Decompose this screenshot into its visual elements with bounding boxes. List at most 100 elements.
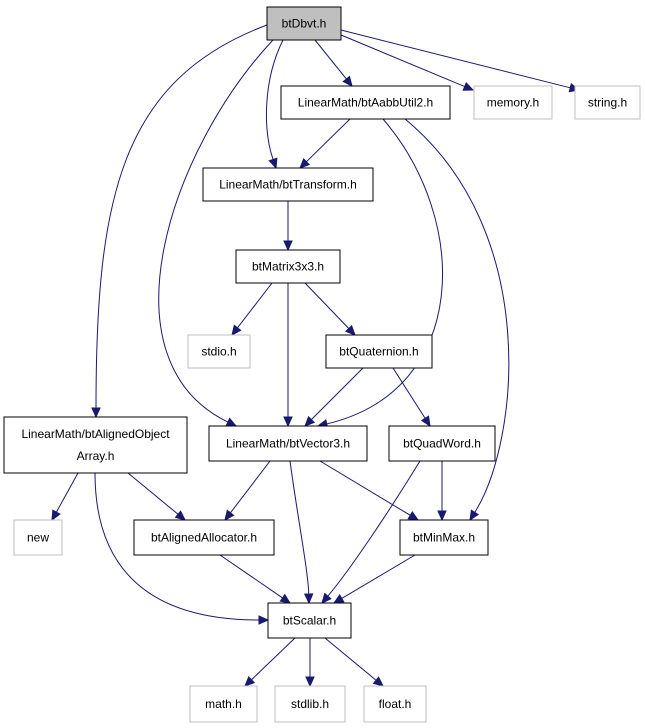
node-btAabbUtil2[interactable]: LinearMath/btAabbUtil2.h xyxy=(280,85,451,120)
edge-btMatrix3x3-to-stdio-arrowhead xyxy=(231,324,242,336)
edge-btMatrix3x3-to-btVector3 xyxy=(283,283,293,428)
edge-btScalar-to-math-arrowhead xyxy=(244,675,256,687)
edge-btVector3-to-btScalar-arrowhead xyxy=(303,593,314,605)
node-btAlignedAllocator-box xyxy=(133,519,275,556)
edge-btQuadWord-to-btScalar-line xyxy=(327,460,421,597)
edge-btMatrix3x3-to-stdio xyxy=(231,282,273,336)
node-btScalar[interactable]: btScalar.h xyxy=(267,602,352,639)
edge-btQuadWord-to-btMinMax xyxy=(437,461,447,522)
node-btAlignedObjectArray-label: LinearMath/btAlignedObject xyxy=(21,427,170,441)
edge-btVector3-to-btAlignedAllocator-line xyxy=(230,460,271,514)
node-btAlignedAllocator[interactable]: btAlignedAllocator.h xyxy=(133,519,275,556)
node-btAlignedObjectArray-label: Array.h xyxy=(77,449,115,463)
node-btMatrix3x3[interactable]: btMatrix3x3.h xyxy=(235,249,341,284)
edge-btDbvt-to-btTransform xyxy=(265,39,284,170)
node-btQuaternion[interactable]: btQuaternion.h xyxy=(325,334,433,369)
edge-btAlignedObjectArray-to-btScalar xyxy=(94,472,270,625)
edge-btAlignedObjectArray-to-new-arrowhead xyxy=(51,509,61,522)
node-btVector3-box xyxy=(208,425,368,462)
node-stdlib-label: stdlib.h xyxy=(291,697,329,711)
edge-btDbvt-to-btTransform-line xyxy=(265,39,284,160)
edge-btDbvt-to-btVector3-line xyxy=(158,39,274,423)
edge-btMatrix3x3-to-btQuaternion-line xyxy=(304,282,350,329)
node-btMatrix3x3-label: btMatrix3x3.h xyxy=(252,260,324,274)
edge-btAlignedObjectArray-to-btAlignedAllocator-line xyxy=(127,472,179,515)
edge-btVector3-to-btMinMax xyxy=(319,460,420,521)
edge-btVector3-to-btAlignedAllocator-arrowhead xyxy=(224,509,235,521)
node-float-label: float.h xyxy=(379,697,412,711)
edge-btAabbUtil2-to-btVector3-line xyxy=(326,118,443,425)
node-btAabbUtil2-label: LinearMath/btAabbUtil2.h xyxy=(298,96,433,110)
edge-btAabbUtil2-to-btTransform xyxy=(299,118,351,169)
node-btQuaternion-label: btQuaternion.h xyxy=(339,345,418,359)
edge-btMinMax-to-btScalar-arrowhead xyxy=(332,594,345,604)
edge-btScalar-to-math-line xyxy=(251,637,296,681)
node-btScalar-label: btScalar.h xyxy=(283,614,336,628)
edge-btDbvt-to-btAabbUtil2-line xyxy=(314,39,347,80)
node-btVector3-label: LinearMath/btVector3.h xyxy=(226,437,350,451)
edge-btScalar-to-float-arrowhead xyxy=(372,676,384,687)
edge-btTransform-to-btMatrix3x3 xyxy=(283,201,293,252)
edge-btVector3-to-btMinMax-arrowhead xyxy=(407,511,420,521)
node-float: float.h xyxy=(363,685,427,723)
edge-btQuadWord-to-btScalar-arrowhead xyxy=(321,592,332,604)
edge-btAabbUtil2-to-btTransform-arrowhead xyxy=(299,157,311,169)
edge-btMinMax-to-btScalar xyxy=(332,554,416,604)
node-string: string.h xyxy=(574,85,641,120)
node-btDbvt-label: btDbvt.h xyxy=(282,17,327,31)
node-btVector3[interactable]: LinearMath/btVector3.h xyxy=(208,425,368,462)
node-btQuaternion-box xyxy=(325,334,433,369)
edge-btQuaternion-to-btVector3 xyxy=(304,367,364,427)
edge-btAlignedObjectArray-to-btScalar-arrowhead xyxy=(258,615,270,625)
node-btDbvt-box xyxy=(266,6,342,41)
edge-btAabbUtil2-to-btTransform-line xyxy=(306,118,351,163)
node-btTransform-label: LinearMath/btTransform.h xyxy=(219,178,357,192)
node-new-box xyxy=(13,519,63,556)
edge-btDbvt-to-btAlignedObjectArray-arrowhead xyxy=(91,407,101,419)
edge-btQuaternion-to-btQuadWord xyxy=(392,367,431,428)
node-btDbvt[interactable]: btDbvt.h xyxy=(266,6,342,41)
node-float-box xyxy=(363,685,427,723)
node-btAabbUtil2-box xyxy=(280,85,451,120)
edge-btVector3-to-btScalar-line xyxy=(289,460,310,595)
edge-btVector3-to-btScalar xyxy=(289,460,314,605)
edge-btQuaternion-to-btVector3-line xyxy=(311,367,364,420)
node-stdlib-box xyxy=(274,685,346,723)
node-string-label: string.h xyxy=(588,96,627,110)
edge-btMatrix3x3-to-btQuaternion-arrowhead xyxy=(344,324,356,336)
edge-btDbvt-to-string-line xyxy=(340,29,571,89)
edge-btScalar-to-math xyxy=(244,637,296,687)
edge-btDbvt-to-btVector3-arrowhead xyxy=(225,417,238,427)
node-btQuadWord[interactable]: btQuadWord.h xyxy=(388,425,496,462)
edge-btAlignedObjectArray-to-new-line xyxy=(55,472,79,513)
edge-btAlignedObjectArray-to-btScalar-line xyxy=(94,472,260,621)
edge-btVector3-to-btAlignedAllocator xyxy=(224,460,271,521)
node-btMinMax[interactable]: btMinMax.h xyxy=(399,519,489,556)
edge-btDbvt-to-btAabbUtil2 xyxy=(314,39,353,87)
node-btAlignedAllocator-label: btAlignedAllocator.h xyxy=(151,531,257,545)
edge-btAlignedObjectArray-to-btAlignedAllocator-arrowhead xyxy=(174,510,186,521)
edge-btDbvt-to-btAlignedObjectArray xyxy=(91,24,268,419)
node-btMinMax-box xyxy=(399,519,489,556)
edge-btMatrix3x3-to-btVector3-arrowhead xyxy=(283,416,293,428)
edge-btScalar-to-float xyxy=(324,637,384,687)
node-btScalar-box xyxy=(267,602,352,639)
node-stdio: stdio.h xyxy=(187,334,251,369)
edge-btScalar-to-stdlib-arrowhead xyxy=(305,676,315,688)
edge-btAlignedObjectArray-to-btAlignedAllocator xyxy=(127,472,186,521)
edge-btQuaternion-to-btQuadWord-line xyxy=(392,367,426,419)
node-btTransform[interactable]: LinearMath/btTransform.h xyxy=(202,167,374,202)
edge-btDbvt-to-memory xyxy=(340,34,475,91)
edge-btDbvt-to-btTransform-arrowhead xyxy=(268,157,278,170)
edge-btAlignedAllocator-to-btScalar-line xyxy=(219,554,283,599)
edge-btDbvt-to-string xyxy=(340,29,581,93)
node-math: math.h xyxy=(189,685,258,723)
edge-btAlignedAllocator-to-btScalar-arrowhead xyxy=(279,593,292,604)
edge-btMatrix3x3-to-stdio-line xyxy=(237,282,273,329)
edge-btMatrix3x3-to-btQuaternion xyxy=(304,282,356,336)
edge-btQuadWord-to-btMinMax-arrowhead xyxy=(437,510,447,522)
edge-btDbvt-to-memory-line xyxy=(340,34,465,88)
